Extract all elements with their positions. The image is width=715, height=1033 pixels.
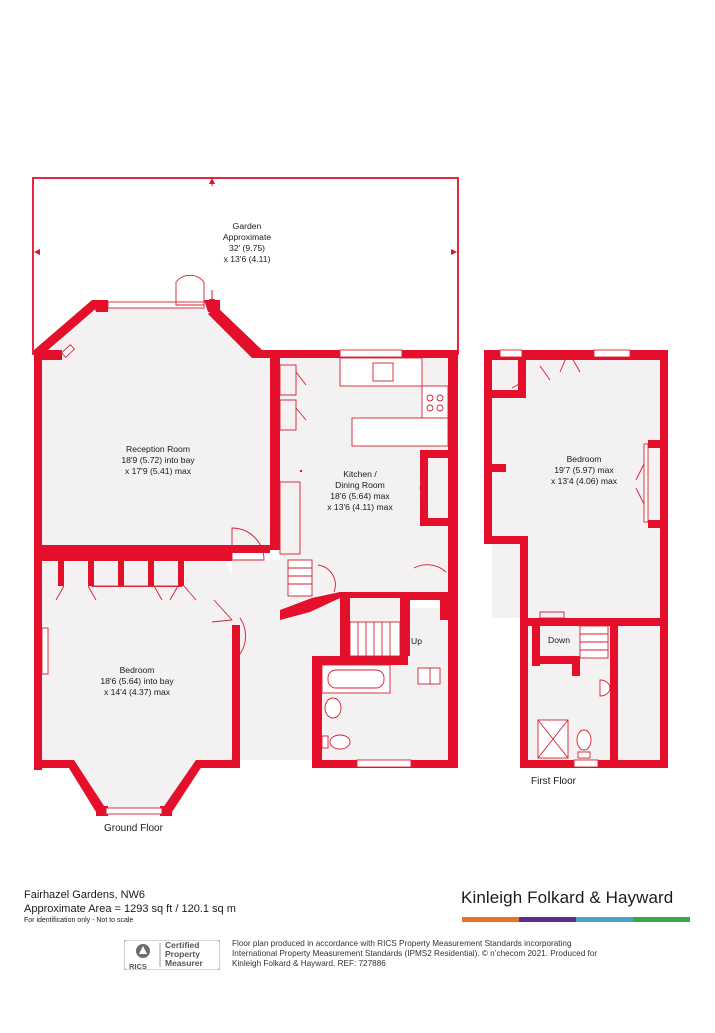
brand-bar-purple: [519, 917, 576, 922]
brand-bar-green: [633, 917, 690, 922]
first-bedroom-label: Bedroom 19'7 (5.97) max x 13'4 (4.06) ma…: [551, 454, 618, 486]
svg-text:x 13'6 (4.11) max: x 13'6 (4.11) max: [327, 502, 393, 512]
disclaimer: For identification only - Not to scale: [24, 917, 134, 924]
svg-text:Dining Room: Dining Room: [335, 480, 385, 490]
ground-floor-label: Ground Floor: [104, 823, 164, 834]
brand-bar-teal: [576, 917, 633, 922]
reception-room-label: Reception Room 18'9 (5.72) into bay x 17…: [121, 444, 195, 476]
svg-text:x 13'6 (4.11): x 13'6 (4.11): [224, 254, 271, 264]
svg-text:x 14'4 (4.37) max: x 14'4 (4.37) max: [104, 687, 171, 697]
svg-text:Garden: Garden: [233, 221, 262, 231]
svg-text:18'6 (5.64) max: 18'6 (5.64) max: [330, 491, 390, 501]
svg-text:32' (9.75): 32' (9.75): [229, 243, 265, 253]
ground-floor: [34, 274, 458, 816]
svg-text:Bedroom: Bedroom: [567, 454, 602, 464]
shower-room-fixtures: [537, 679, 611, 759]
svg-text:18'9 (5.72) into bay: 18'9 (5.72) into bay: [121, 455, 195, 465]
brand-bar-orange: [462, 917, 519, 922]
svg-text:Kitchen /: Kitchen /: [343, 469, 377, 479]
property-address: Fairhazel Gardens, NW6: [24, 889, 146, 901]
svg-text:x 17'9 (5.41) max: x 17'9 (5.41) max: [125, 466, 192, 476]
svg-text:Bedroom: Bedroom: [120, 665, 155, 675]
landing-stairs: [579, 625, 609, 659]
legal-notice: Floor plan produced in accordance with R…: [232, 939, 598, 968]
svg-text:19'7 (5.97) max: 19'7 (5.97) max: [554, 465, 614, 475]
kitchen-label: Kitchen / Dining Room 18'6 (5.64) max x …: [327, 469, 393, 512]
rics-badge-text: Certified Property Measurer: [165, 940, 203, 968]
bathroom-fixtures: [321, 664, 441, 750]
up-stairs: [349, 621, 408, 657]
hall-stairs: [287, 559, 313, 597]
first-floor-label: First Floor: [531, 776, 577, 787]
rics-badge: [124, 940, 220, 970]
wardrobes: [55, 556, 197, 601]
first-floor: [484, 349, 668, 768]
svg-text:x 13'4 (4.06) max: x 13'4 (4.06) max: [551, 476, 618, 486]
rics-word: RICS: [129, 962, 147, 971]
brand-name: Kinleigh Folkard & Hayward: [461, 888, 674, 907]
approximate-area: Approximate Area = 1293 sq ft / 120.1 sq…: [24, 903, 236, 915]
ground-bedroom-label: Bedroom 18'6 (5.64) into bay x 14'4 (4.3…: [100, 665, 174, 697]
up-label: Up: [411, 636, 422, 646]
down-label: Down: [548, 635, 570, 645]
svg-text:18'6 (5.64) into bay: 18'6 (5.64) into bay: [100, 676, 174, 686]
svg-text:Approximate: Approximate: [223, 232, 271, 242]
garden-label: Garden Approximate 32' (9.75) x 13'6 (4.…: [223, 221, 271, 264]
svg-text:Reception Room: Reception Room: [126, 444, 190, 454]
